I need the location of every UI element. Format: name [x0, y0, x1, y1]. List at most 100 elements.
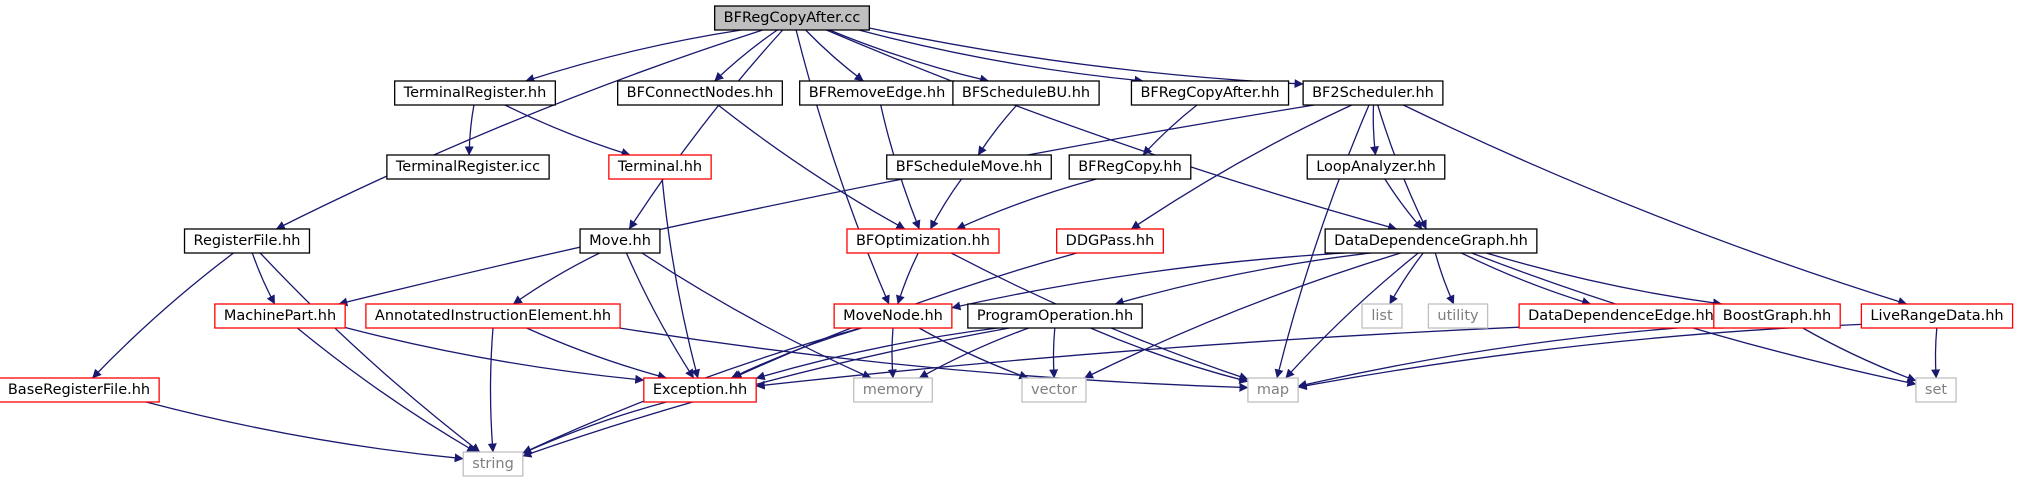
edge-bfoptimization-hh-to-movenode-hh	[896, 252, 919, 305]
node-exception-hh[interactable]: Exception.hh	[643, 377, 757, 403]
edge-root-to-terminalregister-hh	[525, 29, 742, 83]
node-vector[interactable]: vector	[1021, 377, 1087, 403]
node-annotatedinstructionelement-hh[interactable]: AnnotatedInstructionElement.hh	[365, 303, 621, 329]
node-label: set	[1925, 382, 1947, 398]
node-box	[0, 377, 160, 403]
edge-liverangedata-hh-to-set	[1931, 327, 1941, 379]
node-set[interactable]: set	[1915, 377, 1957, 403]
edge-root-to-movenode-hh	[795, 29, 890, 305]
edge-bf2scheduler-hh-to-map	[1274, 104, 1370, 379]
node-box	[214, 303, 346, 329]
node-utility[interactable]: utility	[1427, 303, 1489, 329]
node-bfschedulemove-hh[interactable]: BFScheduleMove.hh	[886, 154, 1052, 180]
node-label: LoopAnalyzer.hh	[1316, 159, 1436, 175]
node-bfregcopyafter-hh[interactable]: BFRegCopyAfter.hh	[1130, 80, 1290, 106]
edge-baseregisterfile-hh-to-string	[145, 401, 464, 463]
edge-move-hh-to-memory	[641, 252, 872, 379]
edge-programoperation-hh-to-memory	[918, 327, 1029, 379]
edge-programoperation-hh-to-map	[1090, 327, 1249, 384]
edge-bf2scheduler-hh-to-loopanalyzer-hh	[1370, 104, 1379, 156]
node-bfregcopy-hh[interactable]: BFRegCopy.hh	[1068, 154, 1192, 180]
edge-annotatedinstructionelement-hh-to-exception-hh	[526, 327, 667, 381]
node-map[interactable]: map	[1247, 377, 1299, 403]
node-label: BoostGraph.hh	[1723, 308, 1831, 324]
edge-root-to-bf2scheduler-hh	[869, 27, 1304, 89]
node-box	[643, 377, 757, 403]
node-box	[386, 154, 550, 180]
node-box	[1021, 377, 1087, 403]
node-list[interactable]: list	[1361, 303, 1403, 329]
node-move-hh[interactable]: Move.hh	[579, 228, 661, 254]
edge-boostgraph-hh-to-exception-hh	[755, 319, 1714, 390]
node-label: utility	[1437, 308, 1479, 324]
edge-terminalregister-hh-to-terminal-hh	[504, 104, 631, 157]
node-root[interactable]: BFRegCopyAfter.cc	[714, 5, 870, 31]
node-label: BFRegCopyAfter.hh	[1140, 85, 1279, 101]
edge-boostgraph-hh-to-map	[1297, 324, 1714, 389]
node-memory[interactable]: memory	[853, 377, 933, 403]
node-box	[799, 80, 955, 106]
edge-bfregcopy-hh-to-bfoptimization-hh	[956, 178, 1097, 230]
node-loopanalyzer-hh[interactable]: LoopAnalyzer.hh	[1306, 154, 1446, 180]
node-box	[846, 228, 1000, 254]
node-box	[1130, 80, 1290, 106]
node-label: LiveRangeData.hh	[1870, 308, 2003, 324]
node-label: BFRegCopyAfter.cc	[724, 10, 861, 26]
edge-root-to-datadependencegraph-hh	[826, 29, 1398, 232]
edge-programoperation-hh-to-exception-hh	[755, 327, 998, 381]
node-terminalregister-hh[interactable]: TerminalRegister.hh	[394, 80, 556, 106]
edge-root-to-bfschedulebu-hh	[829, 29, 990, 84]
node-box	[608, 154, 712, 180]
node-box	[462, 451, 524, 477]
node-terminalregister-icc[interactable]: TerminalRegister.icc	[386, 154, 550, 180]
node-box	[1302, 80, 1444, 106]
edge-bf2scheduler-hh-to-liverangedata-hh	[1403, 104, 1908, 306]
node-programoperation-hh[interactable]: ProgramOperation.hh	[967, 303, 1143, 329]
edge-machinepart-hh-to-exception-hh	[345, 326, 645, 384]
node-label: string	[472, 456, 514, 472]
node-label: DDGPass.hh	[1066, 233, 1155, 249]
edge-programoperation-hh-to-string	[522, 327, 1010, 458]
node-string[interactable]: string	[462, 451, 524, 477]
edge-bfschedulebu-hh-to-bfschedulemove-hh	[977, 104, 1018, 156]
edge-root-to-bfremoveedge-hh	[805, 29, 864, 82]
edge-movenode-hh-to-memory	[887, 327, 897, 379]
node-liverangedata-hh[interactable]: LiveRangeData.hh	[1860, 303, 2014, 329]
node-movenode-hh[interactable]: MoveNode.hh	[833, 303, 953, 329]
node-label: Terminal.hh	[617, 159, 702, 175]
node-box	[394, 80, 556, 106]
edge-boostgraph-hh-to-set	[1802, 327, 1917, 382]
node-boostgraph-hh[interactable]: BoostGraph.hh	[1713, 303, 1841, 329]
node-box	[952, 80, 1100, 106]
node-box	[1324, 228, 1538, 254]
node-baseregisterfile-hh[interactable]: BaseRegisterFile.hh	[0, 377, 160, 403]
node-registerfile-hh[interactable]: RegisterFile.hh	[183, 228, 311, 254]
node-datadependenceedge-hh[interactable]: DataDependenceEdge.hh	[1518, 303, 1724, 329]
node-label: DataDependenceEdge.hh	[1528, 308, 1714, 324]
node-datadependencegraph-hh[interactable]: DataDependenceGraph.hh	[1324, 228, 1538, 254]
node-terminal-hh[interactable]: Terminal.hh	[608, 154, 712, 180]
node-bfoptimization-hh[interactable]: BFOptimization.hh	[846, 228, 1000, 254]
node-label: map	[1257, 382, 1289, 398]
edge-annotatedinstructionelement-hh-to-string	[487, 327, 497, 453]
node-machinepart-hh[interactable]: MachinePart.hh	[214, 303, 346, 329]
edge-machinepart-hh-to-string	[296, 327, 477, 453]
edge-programoperation-hh-to-vector	[1049, 327, 1059, 379]
node-ddgpass-hh[interactable]: DDGPass.hh	[1056, 228, 1164, 254]
node-bf2scheduler-hh[interactable]: BF2Scheduler.hh	[1302, 80, 1444, 106]
node-bfconnectnodes-hh[interactable]: BFConnectNodes.hh	[617, 80, 783, 106]
edge-root-to-bfregcopyafter-hh	[858, 29, 1144, 85]
edge-root-to-move-hh	[628, 29, 784, 230]
node-box	[967, 303, 1143, 329]
node-box	[1247, 377, 1299, 403]
node-label: BFScheduleBU.hh	[962, 85, 1090, 101]
node-box	[1427, 303, 1489, 329]
node-bfremoveedge-hh[interactable]: BFRemoveEdge.hh	[799, 80, 955, 106]
node-box	[833, 303, 953, 329]
node-box	[1056, 228, 1164, 254]
edge-movenode-hh-to-vector	[918, 327, 1029, 380]
node-box	[853, 377, 933, 403]
node-bfschedulebu-hh[interactable]: BFScheduleBU.hh	[952, 80, 1100, 106]
